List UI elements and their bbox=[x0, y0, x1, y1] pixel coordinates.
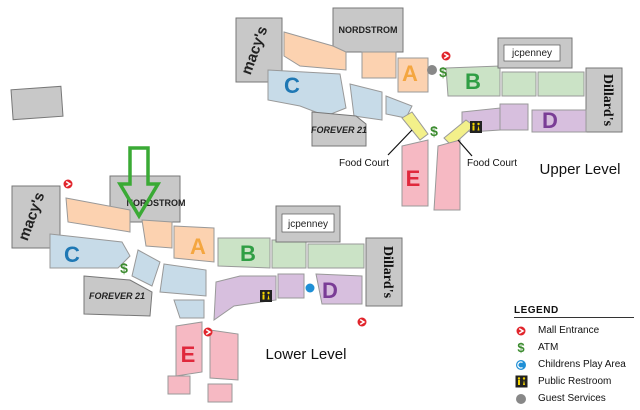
jcpenney-label-lower: jcpenney bbox=[287, 219, 328, 230]
mall-entrance-icon-lower-3 bbox=[356, 316, 368, 328]
legend-label: Guest Services bbox=[538, 393, 606, 404]
forever21-label-upper: FOREVER 21 bbox=[311, 125, 367, 135]
guest-services-icon bbox=[514, 392, 528, 406]
zone-e-pink-lower-1[interactable] bbox=[175, 321, 203, 377]
zone-c-blue-upper-2[interactable] bbox=[349, 83, 383, 121]
zone-e-letter-lower: E bbox=[181, 342, 196, 367]
zone-d-purple-upper-2[interactable] bbox=[499, 103, 529, 131]
upper-level-map: NORDSTROM macy's A C FOREVER 21 B jcpenn… bbox=[235, 7, 623, 211]
legend-title: LEGEND bbox=[514, 305, 634, 318]
zone-a-peach-lower-1[interactable] bbox=[65, 197, 131, 233]
childrens-play-area-icon-lower bbox=[305, 283, 315, 293]
mall-entrance-icon-upper bbox=[440, 50, 452, 62]
jcpenney-logo-box-upper bbox=[503, 44, 561, 62]
atm-icon: $ bbox=[517, 340, 525, 355]
zone-c-letter-lower: C bbox=[64, 242, 80, 267]
zone-b-letter-lower: B bbox=[240, 241, 256, 266]
atm-icon-upper-1: $ bbox=[439, 64, 447, 80]
zone-d-letter-upper: D bbox=[542, 108, 558, 133]
legend-item-atm: $ ATM bbox=[514, 339, 634, 356]
zone-a-peach-upper-3[interactable] bbox=[397, 57, 429, 93]
food-court-left-upper[interactable] bbox=[401, 111, 429, 141]
zone-c-letter-upper: C bbox=[284, 73, 300, 98]
zone-d-purple-lower-2[interactable] bbox=[277, 273, 305, 299]
jcpenney-logo-box-lower bbox=[281, 213, 335, 233]
mall-entrance-icon-lower-1 bbox=[62, 178, 74, 190]
legend-item-childrens-play-area: Childrens Play Area bbox=[514, 356, 634, 373]
zone-c-blue-lower-2[interactable] bbox=[131, 249, 161, 287]
zone-b-green-lower-1[interactable] bbox=[217, 237, 271, 269]
legend-label: Public Restroom bbox=[538, 376, 612, 387]
forever21-store-upper[interactable] bbox=[311, 111, 367, 147]
lower-level-map: macy's NORDSTROM A C FOREVER 21 B jcpenn… bbox=[11, 175, 403, 403]
atm-icon-upper-2: $ bbox=[430, 123, 438, 139]
zone-a-peach-upper-1[interactable] bbox=[283, 31, 347, 71]
jcpenney-label-upper: jcpenney bbox=[511, 48, 552, 59]
zone-d-purple-upper-3[interactable] bbox=[531, 109, 587, 133]
legend-item-public-restroom: Public Restroom bbox=[514, 373, 634, 390]
zone-b-letter-upper: B bbox=[465, 69, 481, 94]
nordstrom-label-upper: NORDSTROM bbox=[339, 25, 398, 35]
childrens-play-area-icon bbox=[514, 358, 528, 372]
food-court-label-left: Food Court bbox=[339, 158, 389, 169]
forever21-label-lower: FOREVER 21 bbox=[89, 291, 145, 301]
mall-entrance-icon-lower-2 bbox=[202, 326, 214, 338]
food-court-pointer-left bbox=[387, 129, 413, 156]
legend: LEGEND Mall Entrance $ ATM Childrens Pla… bbox=[514, 305, 634, 407]
mall-entrance-icon bbox=[514, 324, 528, 338]
zone-b-green-lower-2[interactable] bbox=[271, 239, 307, 269]
nordstrom-label-lower: NORDSTROM bbox=[127, 198, 186, 208]
zone-d-purple-lower-3[interactable] bbox=[315, 273, 363, 305]
zone-e-pink-lower-3[interactable] bbox=[209, 329, 239, 381]
zone-c-blue-upper[interactable] bbox=[267, 69, 347, 117]
lower-level-label: Lower Level bbox=[266, 346, 347, 363]
zone-d-purple-lower-1[interactable] bbox=[213, 275, 277, 321]
legend-label: ATM bbox=[538, 342, 559, 353]
zone-e-pink-lower-4[interactable] bbox=[207, 383, 233, 403]
zone-a-letter-lower: A bbox=[190, 234, 206, 259]
zone-d-letter-lower: D bbox=[322, 278, 338, 303]
zone-e-pink-upper-2[interactable] bbox=[433, 139, 461, 211]
green-down-arrow-icon bbox=[116, 146, 162, 220]
dillards-anchor-upper[interactable] bbox=[585, 67, 623, 133]
legend-label: Childrens Play Area bbox=[538, 359, 626, 370]
zone-e-pink-upper-1[interactable] bbox=[401, 139, 429, 207]
zone-b-green-lower-3[interactable] bbox=[307, 243, 365, 269]
zone-a-peach-upper-2[interactable] bbox=[361, 51, 397, 79]
dillards-label-lower: Dillard's bbox=[380, 246, 395, 299]
zone-a-letter-upper: A bbox=[402, 61, 418, 86]
zone-c-blue-lower[interactable] bbox=[49, 233, 131, 269]
public-restroom-icon bbox=[514, 375, 528, 389]
zone-a-peach-lower-3[interactable] bbox=[173, 225, 215, 263]
guest-services-icon-upper bbox=[427, 65, 437, 75]
zone-c-blue-lower-4[interactable] bbox=[173, 299, 205, 319]
zone-e-pink-lower-2[interactable] bbox=[167, 375, 191, 395]
zone-b-green-upper-2[interactable] bbox=[501, 71, 537, 97]
legend-item-mall-entrance: Mall Entrance bbox=[514, 322, 634, 339]
legend-label: Mall Entrance bbox=[538, 325, 600, 336]
public-restroom-icon-lower bbox=[260, 290, 272, 302]
dillards-anchor-lower[interactable] bbox=[365, 237, 403, 307]
zone-b-green-upper-1[interactable] bbox=[445, 65, 501, 97]
zone-e-letter-upper: E bbox=[406, 166, 421, 191]
food-court-pointer-right bbox=[457, 139, 473, 157]
public-restroom-icon-upper bbox=[470, 121, 482, 133]
nordstrom-anchor-upper[interactable] bbox=[332, 7, 404, 53]
food-court-label-right: Food Court bbox=[467, 158, 517, 169]
legend-item-guest-services: Guest Services bbox=[514, 390, 634, 407]
zone-a-peach-lower-2[interactable] bbox=[141, 219, 173, 249]
forever21-store-lower[interactable] bbox=[83, 275, 153, 317]
zone-c-blue-lower-3[interactable] bbox=[159, 263, 207, 297]
upper-level-label: Upper Level bbox=[540, 161, 621, 178]
dillards-label-upper: Dillard's bbox=[600, 74, 615, 127]
atm-icon-lower: $ bbox=[120, 260, 128, 276]
outbuilding-grey[interactable] bbox=[10, 85, 64, 121]
zone-b-green-upper-3[interactable] bbox=[537, 71, 585, 97]
